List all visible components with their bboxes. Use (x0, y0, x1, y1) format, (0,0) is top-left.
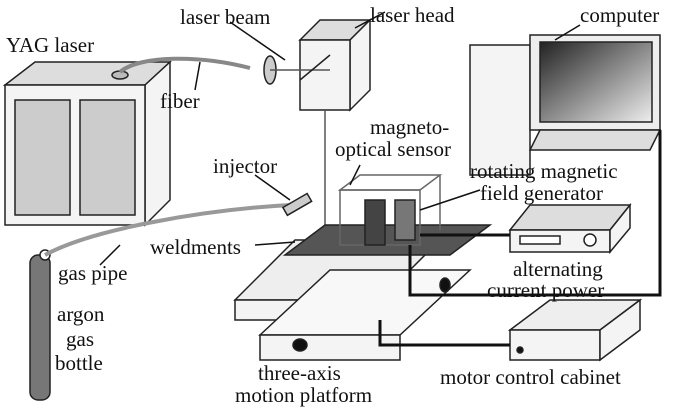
label-gas-pipe: gas pipe (58, 261, 128, 285)
injector (281, 192, 313, 217)
label-yag-laser: YAG laser (6, 33, 95, 57)
computer-unit (469, 34, 662, 176)
label-injector: injector (213, 154, 278, 178)
cables (378, 130, 662, 347)
leader-arrows (99, 11, 581, 266)
label-magneto-1: magneto- (370, 115, 450, 139)
label-motor-cabinet: motor control cabinet (440, 365, 621, 389)
label-alternating-1: alternating (513, 257, 603, 281)
label-rotating-2: field generator (480, 181, 604, 205)
motor-control-cabinet (507, 298, 643, 362)
label-argon-2: gas (66, 327, 94, 351)
label-laser-beam: laser beam (180, 5, 271, 29)
magnetic-field-generator (364, 199, 386, 246)
label-computer: computer (580, 3, 660, 27)
argon-gas-bottle (29, 249, 51, 401)
fiber-cable (118, 56, 251, 74)
alternating-current-power (508, 202, 632, 255)
weldments-plate (282, 224, 493, 256)
label-laser-head: laser head (370, 3, 455, 27)
label-platform-2: motion platform (235, 383, 373, 407)
motion-platform (233, 239, 472, 361)
label-fiber: fiber (160, 89, 200, 113)
label-rotating-1: rotating magnetic (470, 159, 618, 183)
gas-pipe (44, 203, 291, 257)
label-alternating-2: current power (487, 278, 605, 302)
label-magneto-2: optical sensor (335, 137, 452, 161)
label-platform-1: three-axis (258, 361, 341, 385)
yag-laser-unit (2, 60, 172, 227)
label-argon-3: bottle (55, 351, 103, 375)
label-argon-1: argon (57, 302, 105, 326)
laser-head (263, 18, 372, 112)
label-weldments: weldments (150, 235, 241, 259)
